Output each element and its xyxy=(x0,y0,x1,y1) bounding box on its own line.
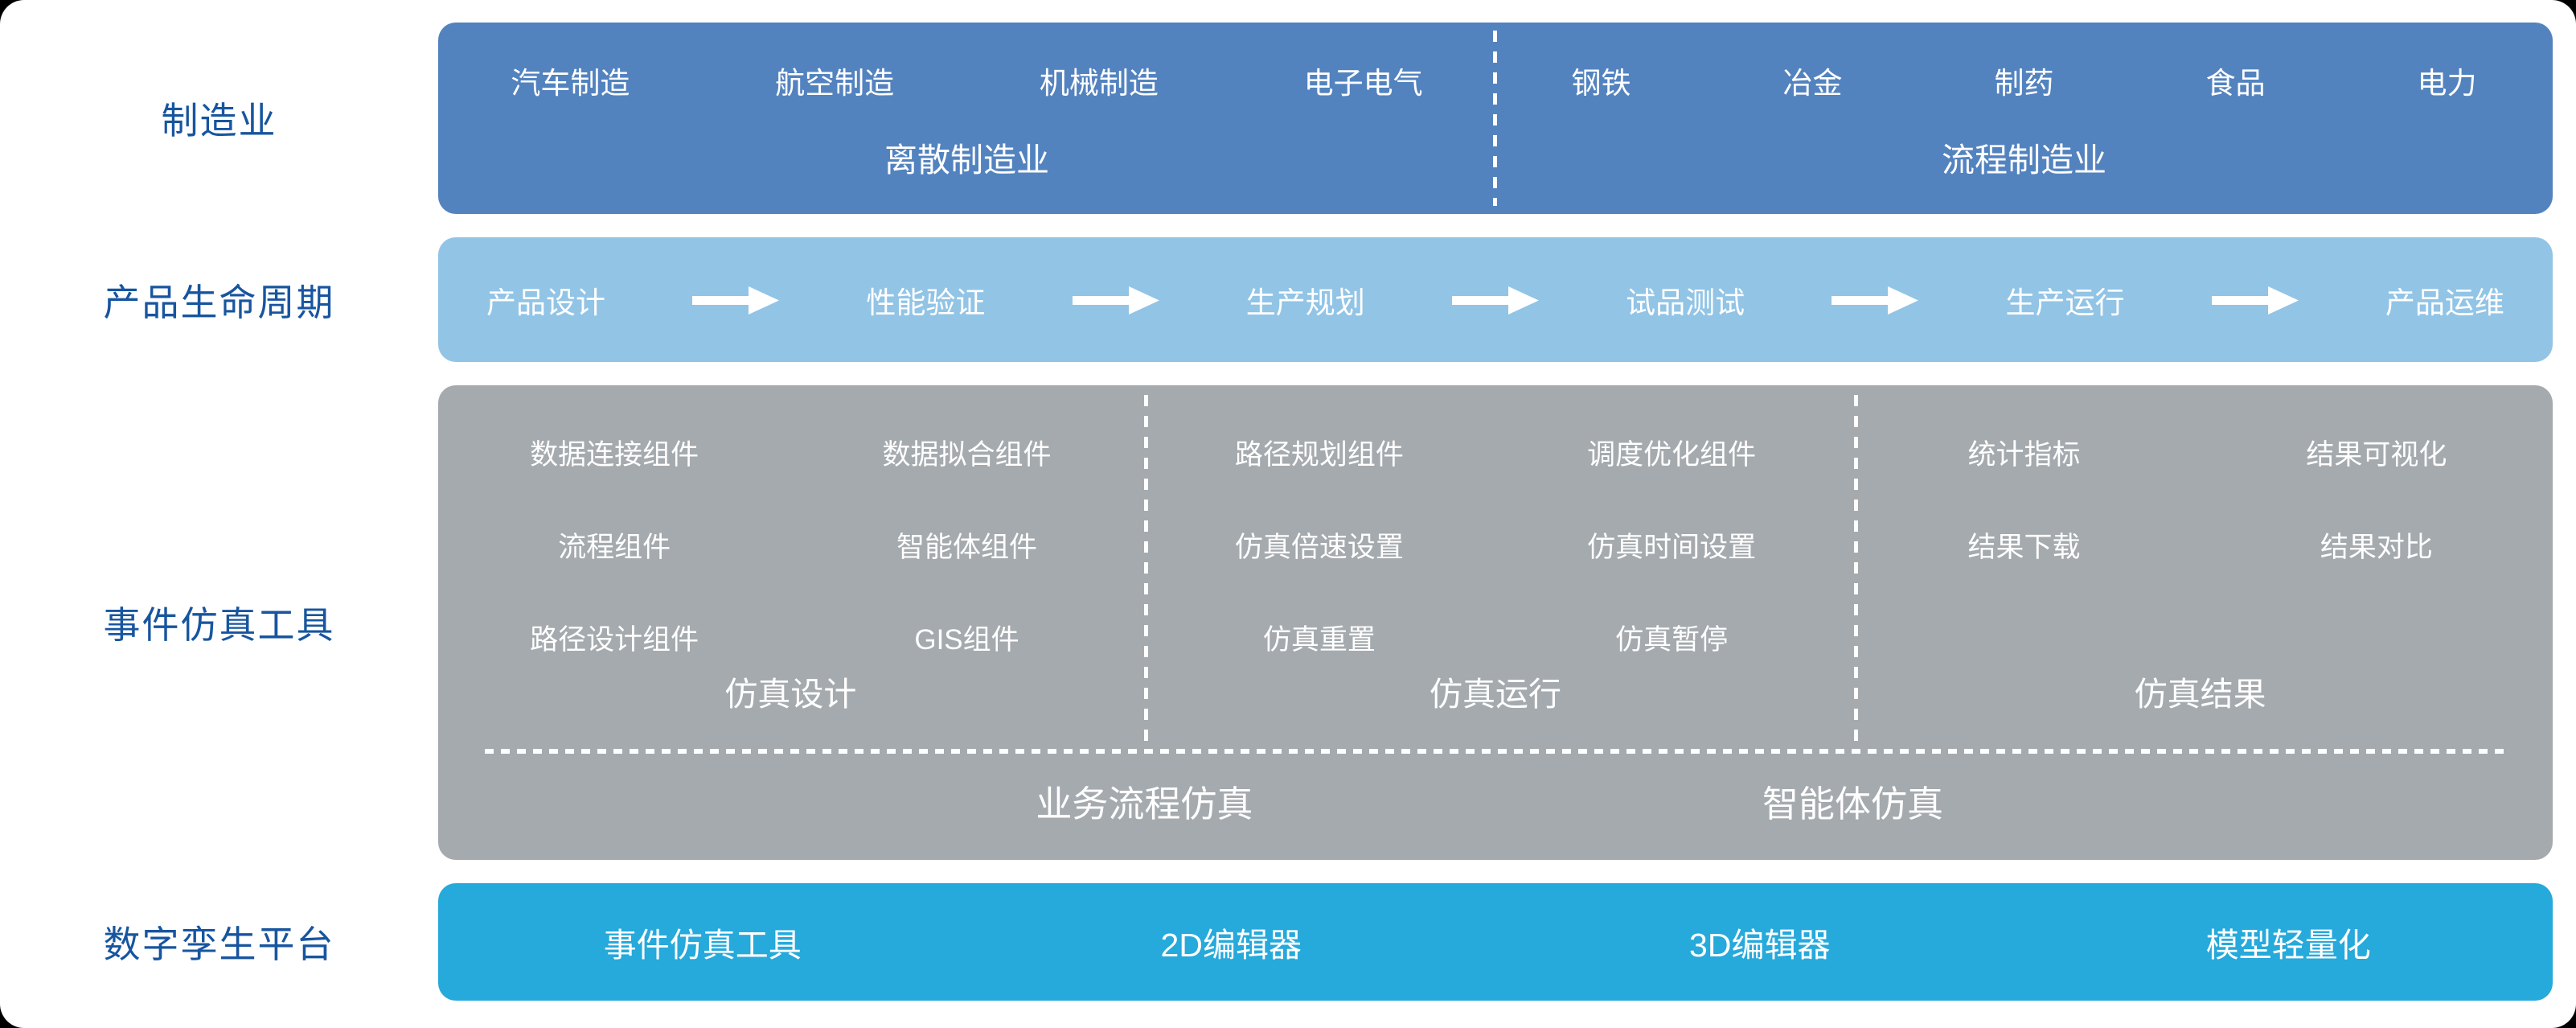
sim-component-item: 统计指标 xyxy=(1967,439,2081,471)
industry-item: 电力 xyxy=(2417,67,2477,100)
arrow-right-icon xyxy=(1830,284,1920,316)
arrow-right-icon xyxy=(2210,284,2300,316)
dashed-divider-icon xyxy=(1853,395,1858,749)
platform-item: 事件仿真工具 xyxy=(603,927,802,964)
dashed-divider-icon xyxy=(1144,395,1149,749)
row-label-text: 事件仿真工具 xyxy=(103,604,335,646)
row-label-platform: 数字孪生平台 xyxy=(0,883,438,1001)
sim-component-item: 流程组件 xyxy=(558,532,671,563)
platform-band: 事件仿真工具 2D编辑器 3D编辑器 模型轻量化 xyxy=(438,883,2553,1001)
sim-component-item: 仿真重置 xyxy=(1262,624,1376,656)
process-industry-items: 钢铁 冶金 制药 食品 电力 xyxy=(1495,59,2553,102)
process-manufacturing-label: 流程制造业 xyxy=(1942,142,2106,179)
platform-item: 3D编辑器 xyxy=(1689,927,1831,964)
agent-sim-label: 智能体仿真 xyxy=(1762,783,1943,824)
platform-item: 模型轻量化 xyxy=(2205,927,2371,964)
row-label-text: 产品生命周期 xyxy=(103,281,335,323)
industry-item: 汽车制造 xyxy=(511,67,630,100)
sim-tool-band: 数据连接组件 数据拟合组件 流程组件 智能体组件 路径设计组件 GIS组件 仿真… xyxy=(438,385,2553,860)
sim-design-label: 仿真设计 xyxy=(724,676,857,713)
sim-component-item: 结果下载 xyxy=(1967,532,2081,563)
sim-component-item: 路径规划组件 xyxy=(1234,439,1404,471)
arrow-right-icon xyxy=(1071,284,1161,316)
sim-component-item: 仿真暂停 xyxy=(1615,624,1729,656)
sim-component-item: 数据连接组件 xyxy=(530,439,699,471)
sim-result-label: 仿真结果 xyxy=(2134,676,2266,713)
sim-sections: 数据连接组件 数据拟合组件 流程组件 智能体组件 路径设计组件 GIS组件 仿真… xyxy=(438,385,2553,749)
lifecycle-stage: 试品测试 xyxy=(1626,286,1745,319)
manufacturing-band: 汽车制造 航空制造 机械制造 电子电气 离散制造业 钢铁 冶金 制药 食品 电力… xyxy=(438,23,2553,214)
platform-item: 2D编辑器 xyxy=(1160,927,1302,964)
lifecycle-stage: 生产运行 xyxy=(2005,286,2125,319)
sim-component-item: 路径设计组件 xyxy=(530,624,699,656)
sim-component-item: 智能体组件 xyxy=(896,532,1037,563)
sim-run-section: 路径规划组件 调度优化组件 仿真倍速设置 仿真时间设置 仿真重置 仿真暂停 仿真… xyxy=(1143,385,1848,749)
row-label-lifecycle: 产品生命周期 xyxy=(0,237,438,362)
industry-item: 钢铁 xyxy=(1571,67,1631,100)
dashed-divider-icon xyxy=(1493,31,1498,206)
discrete-industry-items: 汽车制造 航空制造 机械制造 电子电气 xyxy=(438,59,1495,102)
process-manufacturing-group: 钢铁 冶金 制药 食品 电力 流程制造业 xyxy=(1495,23,2553,214)
sim-categories-zone: 业务流程仿真 智能体仿真 xyxy=(438,754,2553,860)
discrete-manufacturing-label: 离散制造业 xyxy=(884,142,1049,179)
sim-component-item: 仿真时间设置 xyxy=(1587,532,1757,563)
lifecycle-stage: 产品设计 xyxy=(486,286,605,319)
dotted-separator-icon xyxy=(485,749,2506,754)
industry-item: 电子电气 xyxy=(1303,67,1423,100)
lifecycle-stage: 生产规划 xyxy=(1245,286,1365,319)
industry-item: 机械制造 xyxy=(1039,67,1159,100)
row-label-text: 制造业 xyxy=(161,100,277,142)
row-label-text: 数字孪生平台 xyxy=(103,923,335,965)
arrow-right-icon xyxy=(1450,284,1540,316)
sim-run-label: 仿真运行 xyxy=(1430,676,1561,713)
industry-item: 航空制造 xyxy=(775,67,895,100)
sim-component-item: GIS组件 xyxy=(914,624,1019,656)
sim-run-items: 路径规划组件 调度优化组件 仿真倍速设置 仿真时间设置 仿真重置 仿真暂停 xyxy=(1143,385,1848,658)
sim-result-items: 统计指标 结果可视化 结果下载 结果对比 xyxy=(1848,385,2553,565)
row-label-manufacturing: 制造业 xyxy=(0,23,438,214)
sim-component-item: 结果对比 xyxy=(2320,532,2433,563)
lifecycle-stage: 产品运维 xyxy=(2385,286,2504,319)
sim-component-item: 数据拟合组件 xyxy=(882,439,1052,471)
lifecycle-stage: 性能验证 xyxy=(866,286,986,319)
row-label-sim-tool: 事件仿真工具 xyxy=(0,385,438,860)
sim-component-item: 调度优化组件 xyxy=(1587,439,1757,471)
industry-item: 食品 xyxy=(2205,67,2266,100)
industry-item: 制药 xyxy=(1994,67,2054,100)
sim-component-item: 仿真倍速设置 xyxy=(1234,532,1404,563)
sim-result-section: 统计指标 结果可视化 结果下载 结果对比 仿真结果 xyxy=(1848,385,2553,749)
sim-component-item: 结果可视化 xyxy=(2306,439,2447,471)
arrow-right-icon xyxy=(691,284,781,316)
discrete-manufacturing-group: 汽车制造 航空制造 机械制造 电子电气 离散制造业 xyxy=(438,23,1495,214)
industry-item: 冶金 xyxy=(1782,67,1843,100)
lifecycle-band: 产品设计 性能验证 生产规划 试品测试 生产运行 产品运维 xyxy=(438,237,2553,362)
sim-design-section: 数据连接组件 数据拟合组件 流程组件 智能体组件 路径设计组件 GIS组件 仿真… xyxy=(438,385,1143,749)
business-process-sim-label: 业务流程仿真 xyxy=(1036,783,1253,824)
sim-design-items: 数据连接组件 数据拟合组件 流程组件 智能体组件 路径设计组件 GIS组件 xyxy=(438,385,1143,658)
